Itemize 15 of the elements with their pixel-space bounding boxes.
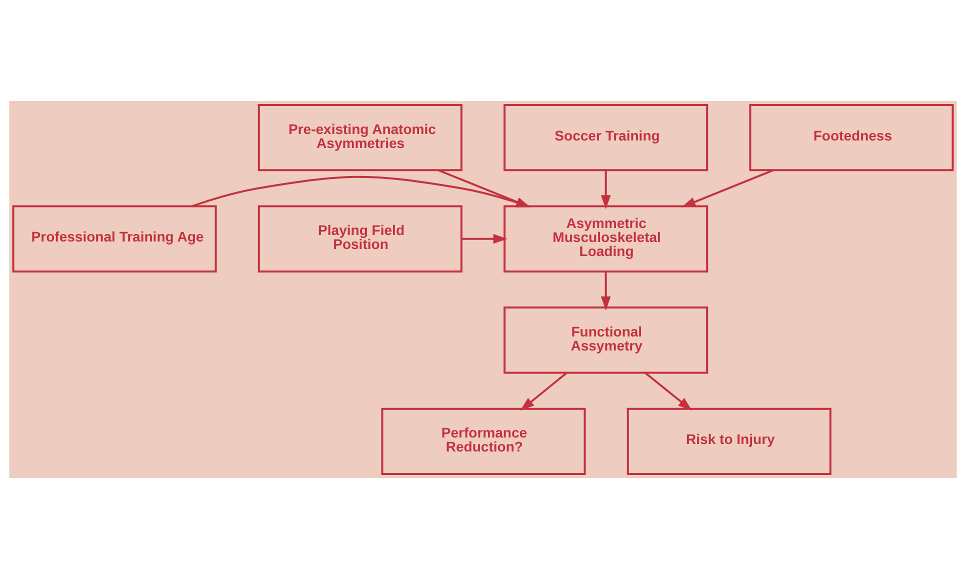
node-box: Professional Training Age	[12, 204, 216, 272]
arrow	[644, 372, 692, 410]
arrow	[461, 233, 507, 244]
node-box: Functional Assymetry	[503, 306, 708, 374]
node-box: Soccer Training	[503, 104, 708, 171]
arrow	[520, 372, 567, 410]
arrow	[681, 168, 773, 207]
arrow	[600, 271, 610, 310]
arrow	[600, 170, 610, 209]
node-box: Risk to Injury	[626, 407, 831, 474]
node-box: Footedness	[748, 104, 954, 171]
node-box: Pre-existing Anatomic Asymmetries	[257, 104, 462, 171]
node-box: Asymmetric Musculoskeletal Loading	[503, 204, 708, 272]
node-box: Performance Reduction?	[380, 407, 586, 474]
node-box: Playing Field Position	[257, 204, 462, 272]
